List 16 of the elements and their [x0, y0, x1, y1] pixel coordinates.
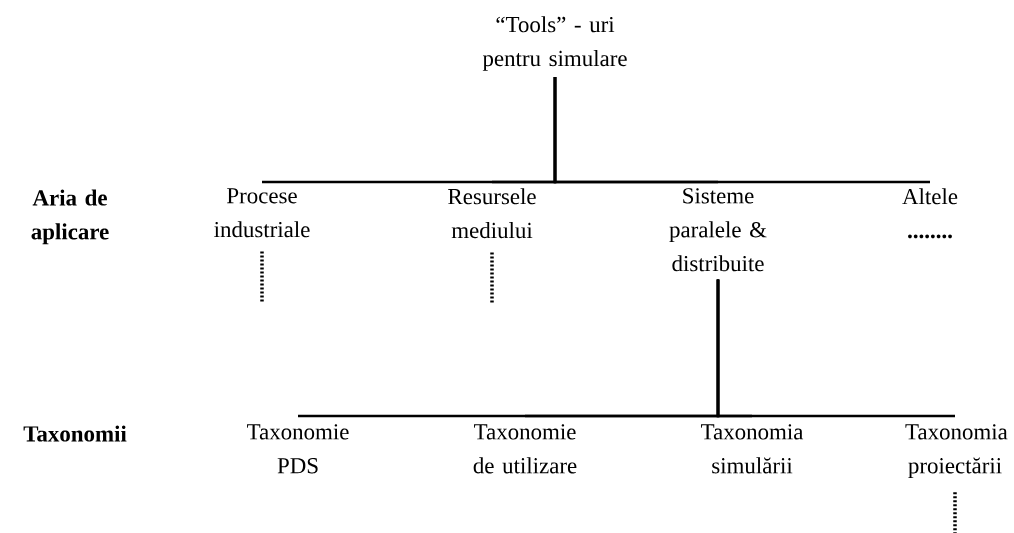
- tree-node-text: Altele ........: [902, 188, 958, 239]
- tree-node-text: Taxonomia proiectării: [905, 424, 1008, 479]
- row-label: Taxonomii: [23, 425, 127, 442]
- tree-connector: [490, 252, 494, 303]
- row-label: Aria de aplicare: [31, 189, 109, 245]
- tree-node-text: Taxonomie PDS: [247, 424, 349, 474]
- tree-connector: [716, 279, 955, 418]
- tree-node-text: Resursele mediului: [448, 188, 536, 239]
- tree-node-text: Taxonomie de utilizare: [473, 424, 577, 474]
- tree-node-text: Procese industriale: [214, 188, 310, 238]
- tree-connector: [553, 77, 930, 184]
- tree-node-text: “Tools” - uri pentru simulare: [482, 16, 627, 71]
- tree-node-text: Sisteme paralele & distribuite: [669, 188, 767, 272]
- tree-connector: [260, 251, 264, 302]
- tree-node-text: Taxonomia simulării: [701, 424, 804, 474]
- tree-connector: [953, 492, 957, 533]
